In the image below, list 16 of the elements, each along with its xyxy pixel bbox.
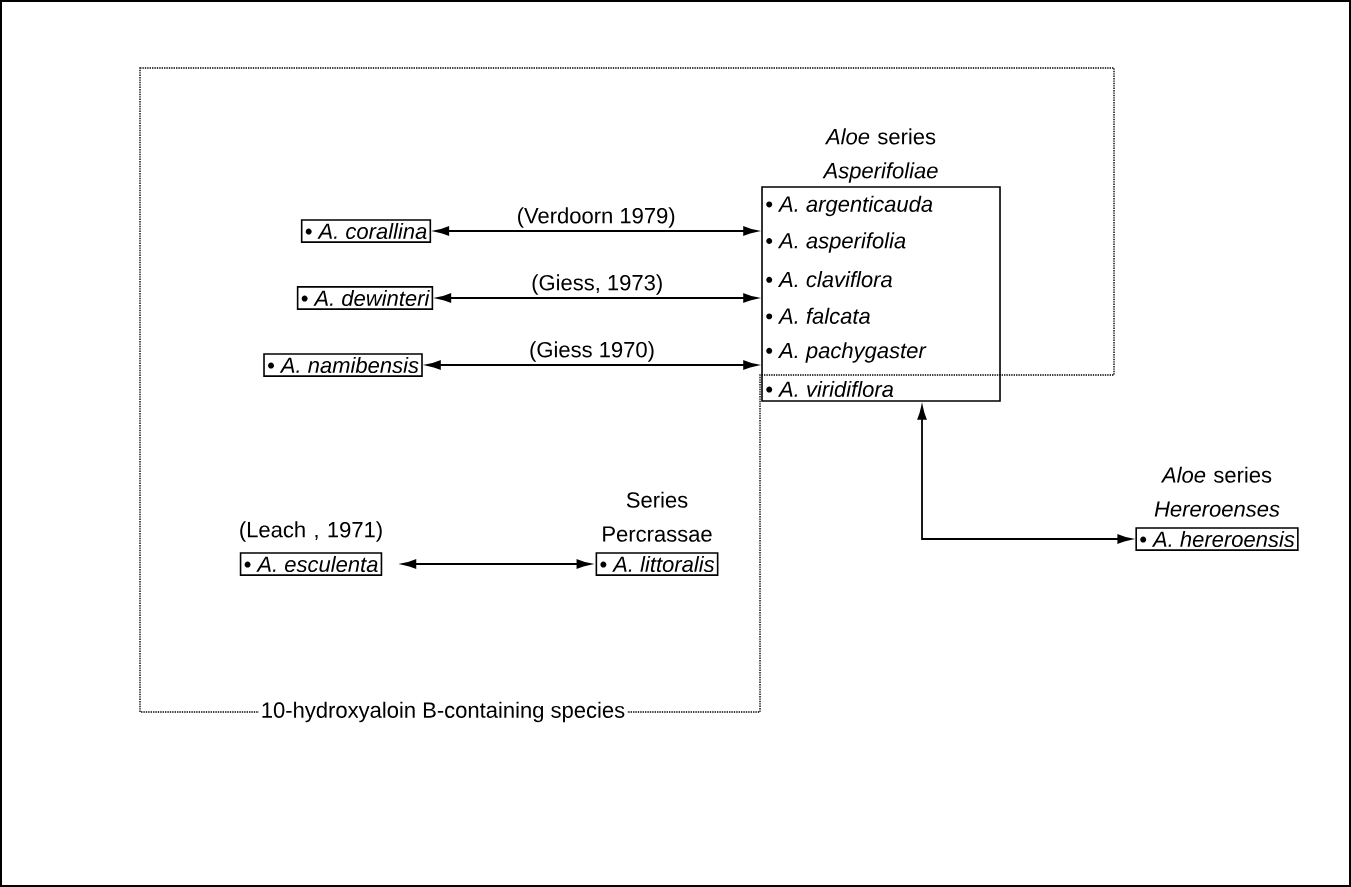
species-box: • A. dewinteri [296,286,434,310]
node-label: Aloe series Asperifoliae [822,128,938,183]
double-arrow [917,405,1132,544]
species-box: • A. namibensis [263,353,423,377]
species-box: Aloe series Hereroenses • A. hereroensis [1135,466,1299,551]
node-label: (Leach , 1971) [240,521,382,542]
species-list-box: Aloe series Asperifoliae • A. argenticauda • A. asperifolia • A. claviflora • A. falcata • A. pachygaster • A. viridiflora [761,128,1001,402]
edge-label: (Giess 1970) [530,341,654,362]
species-box: • A. corallina [300,219,432,243]
species-box: Series Percrassae • A. littoralis [595,491,719,576]
node-label: Series Percrassae [603,491,712,542]
edge-label: (Giess, 1973) [532,274,662,295]
node-label: Aloe series Hereroenses [1154,466,1280,517]
species-box: (Leach , 1971) • A. esculenta [239,521,383,576]
double-arrow [426,360,758,370]
edge-label: (Verdoorn 1979) [518,207,675,228]
